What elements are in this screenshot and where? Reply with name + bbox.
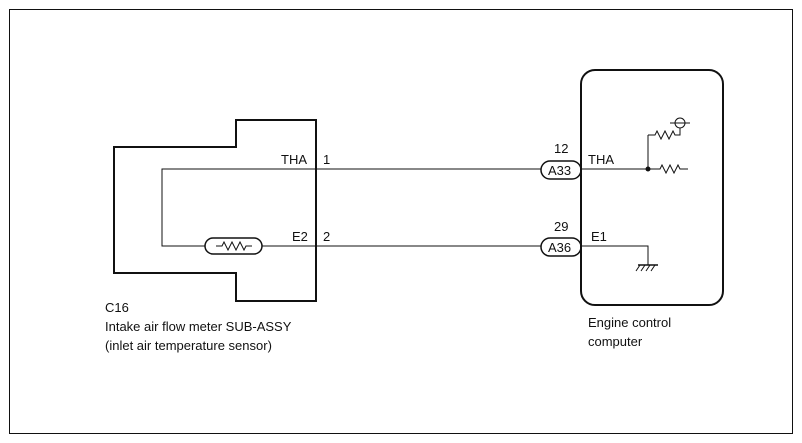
ecu-name-line2: computer	[588, 334, 643, 349]
sensor-internal-wire	[161, 168, 316, 247]
sensor-pin2-number: 2	[323, 229, 330, 244]
ecu-bottom-connector: A36	[548, 240, 571, 255]
input-resistor-icon	[648, 163, 688, 175]
power-supply-icon	[670, 117, 690, 129]
sensor-name-line1: Intake air flow meter SUB-ASSY	[105, 319, 292, 334]
ground-icon	[635, 264, 658, 272]
ecu-bottom-pin: 29	[554, 219, 568, 234]
pullup-resistor-icon	[648, 129, 681, 141]
resistor-icon	[216, 240, 252, 252]
ecu-bottom-signal: E1	[591, 229, 607, 244]
sensor-body	[113, 119, 317, 302]
sensor-pin1-number: 1	[323, 152, 330, 167]
sensor-pin2-signal: E2	[292, 229, 308, 244]
thermistor	[204, 237, 263, 255]
ecu-top-connector: A33	[548, 163, 571, 178]
ecu-wire-e1	[581, 245, 649, 265]
sensor-pin1-signal: THA	[281, 152, 307, 167]
ecu-top-pin: 12	[554, 141, 568, 156]
ecu-name-line1: Engine control	[588, 315, 671, 330]
sensor-name-line2: (inlet air temperature sensor)	[105, 338, 272, 353]
ecu-body	[580, 69, 724, 306]
sensor-connector-id: C16	[105, 300, 129, 315]
diagram-frame	[9, 9, 793, 434]
ecu-top-signal: THA	[588, 152, 614, 167]
